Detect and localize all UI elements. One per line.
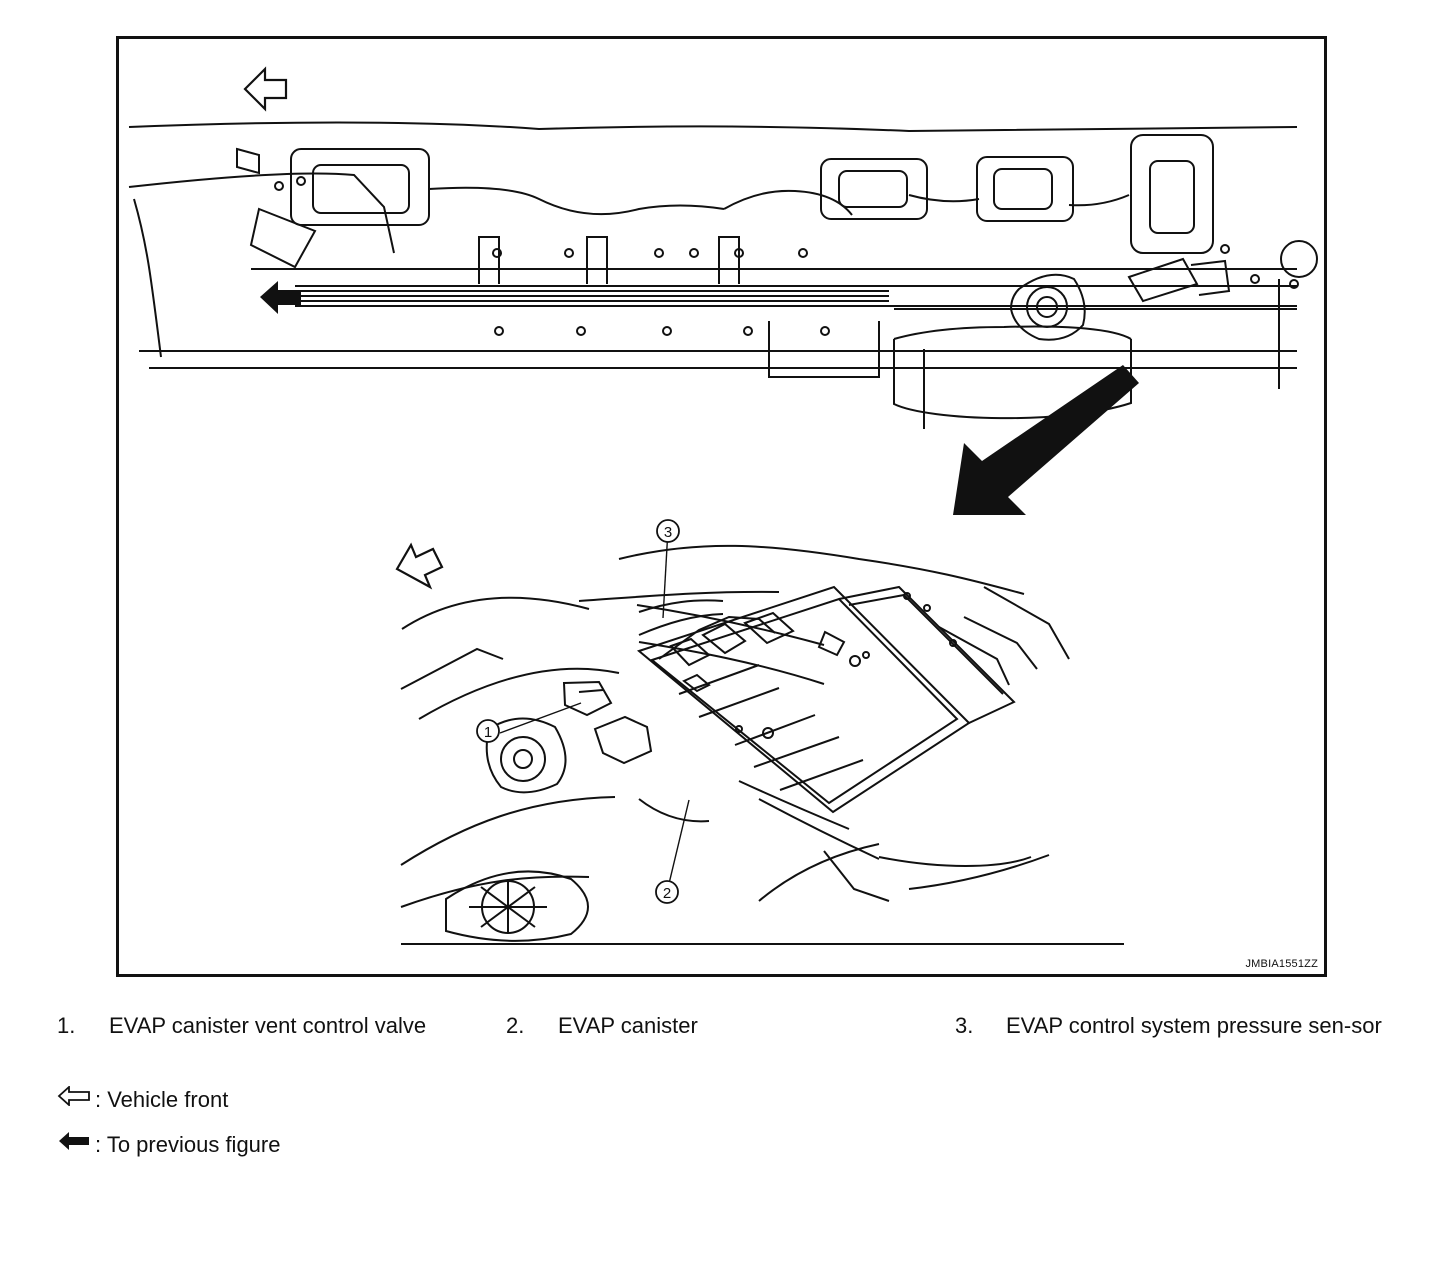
vehicle-front-arrow-icon-top: [243, 66, 288, 112]
callout-label-1: 1: [484, 724, 492, 741]
detail-link-arrow-icon: [953, 365, 1139, 515]
legend-label-2: EVAP canister: [558, 1013, 698, 1038]
figure-code: JMBIA1551ZZ: [1245, 958, 1318, 970]
diagram-frame: 3 1 2 JMBIA1551ZZ: [116, 36, 1327, 977]
callout-leaders: [499, 528, 690, 893]
to-previous-figure-note: : To previous figure: [95, 1132, 281, 1157]
callout-1: 1: [476, 719, 500, 743]
legend-label-1: EVAP canister vent control valve: [109, 1013, 427, 1038]
callout-2: 2: [655, 880, 679, 904]
vehicle-front-arrow-icon-detail: [395, 542, 444, 590]
solid-arrow-icon: [59, 1132, 89, 1150]
underbody-overview: [128, 121, 1318, 429]
legend-label-3: EVAP control system pressure sen-sor: [1006, 1013, 1382, 1038]
outline-arrow-icon: [57, 1086, 90, 1106]
to-previous-figure-arrow-icon-top: [260, 281, 301, 314]
legend-number-2: 2.: [506, 1013, 525, 1038]
legend-number-3: 3.: [955, 1013, 974, 1038]
evap-system-diagram: 3 1 2: [128, 66, 1318, 945]
legend-number-1: 1.: [57, 1013, 76, 1038]
callout-label-3: 3: [664, 524, 672, 541]
callout-3: 3: [656, 519, 680, 543]
vehicle-front-note: : Vehicle front: [95, 1087, 229, 1112]
evap-detail-view: [400, 544, 1124, 945]
callout-label-2: 2: [663, 885, 671, 902]
